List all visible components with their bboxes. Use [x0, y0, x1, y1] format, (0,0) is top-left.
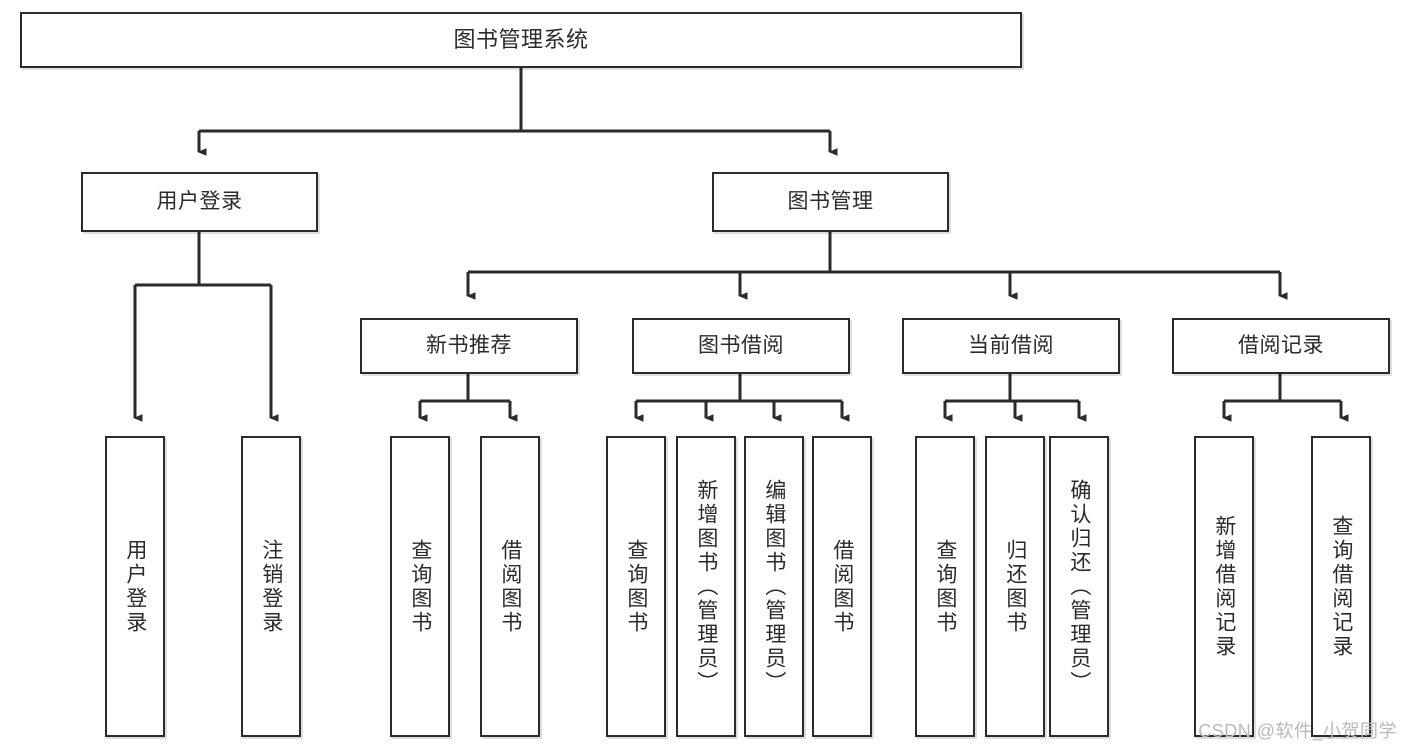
leaf-book-borrow-edit-label: 编辑图书（管理员）	[762, 478, 786, 695]
node-book-manage[interactable]: 图书管理	[712, 172, 949, 232]
leaf-book-borrow-add-label: 新增图书（管理员）	[694, 478, 718, 695]
node-borrow-record[interactable]: 借阅记录	[1172, 318, 1390, 374]
node-user-login[interactable]: 用户登录	[81, 172, 318, 232]
leaf-current-borrow-confirm-label: 确认归还（管理员）	[1067, 478, 1091, 695]
leaf-current-borrow-return-label: 归还图书	[1003, 538, 1027, 635]
watermark: CSDN @软件_小贺同学	[1198, 721, 1397, 741]
leaf-borrow-record-query-label: 查询借阅记录	[1329, 514, 1353, 659]
node-current-borrow-label: 当前借阅	[968, 333, 1054, 357]
leaf-user-login-login-label: 用户登录	[123, 538, 147, 635]
node-root[interactable]: 图书管理系统	[20, 12, 1022, 68]
node-user-login-label: 用户登录	[156, 189, 243, 213]
leaf-new-book-query[interactable]: 查询图书	[390, 436, 450, 737]
leaf-user-login-logout[interactable]: 注销登录	[241, 436, 301, 737]
node-book-borrow-label: 图书借阅	[698, 333, 784, 357]
leaf-book-borrow-edit[interactable]: 编辑图书（管理员）	[744, 436, 804, 737]
node-new-book-recommend-label: 新书推荐	[426, 333, 512, 357]
leaf-new-book-borrow[interactable]: 借阅图书	[480, 436, 540, 737]
leaf-book-borrow-query[interactable]: 查询图书	[606, 436, 666, 737]
leaf-borrow-record-add-label: 新增借阅记录	[1212, 514, 1236, 659]
node-current-borrow[interactable]: 当前借阅	[902, 318, 1120, 374]
leaf-current-borrow-query-label: 查询图书	[933, 538, 957, 635]
leaf-book-borrow-borrow[interactable]: 借阅图书	[812, 436, 872, 737]
leaf-current-borrow-return[interactable]: 归还图书	[985, 436, 1045, 737]
node-book-manage-label: 图书管理	[787, 189, 874, 213]
leaf-current-borrow-query[interactable]: 查询图书	[915, 436, 975, 737]
leaf-borrow-record-query[interactable]: 查询借阅记录	[1311, 436, 1371, 737]
leaf-book-borrow-add[interactable]: 新增图书（管理员）	[676, 436, 736, 737]
node-borrow-record-label: 借阅记录	[1238, 333, 1324, 357]
leaf-book-borrow-query-label: 查询图书	[624, 538, 648, 635]
leaf-borrow-record-add[interactable]: 新增借阅记录	[1194, 436, 1254, 737]
leaf-current-borrow-confirm[interactable]: 确认归还（管理员）	[1049, 436, 1109, 737]
node-root-label: 图书管理系统	[453, 27, 589, 53]
leaf-user-login-login[interactable]: 用户登录	[105, 436, 165, 737]
leaf-book-borrow-borrow-label: 借阅图书	[830, 538, 854, 635]
leaf-user-login-logout-label: 注销登录	[259, 538, 283, 635]
node-new-book-recommend[interactable]: 新书推荐	[360, 318, 578, 374]
leaf-new-book-query-label: 查询图书	[408, 538, 432, 635]
node-book-borrow[interactable]: 图书借阅	[632, 318, 850, 374]
leaf-new-book-borrow-label: 借阅图书	[498, 538, 522, 635]
